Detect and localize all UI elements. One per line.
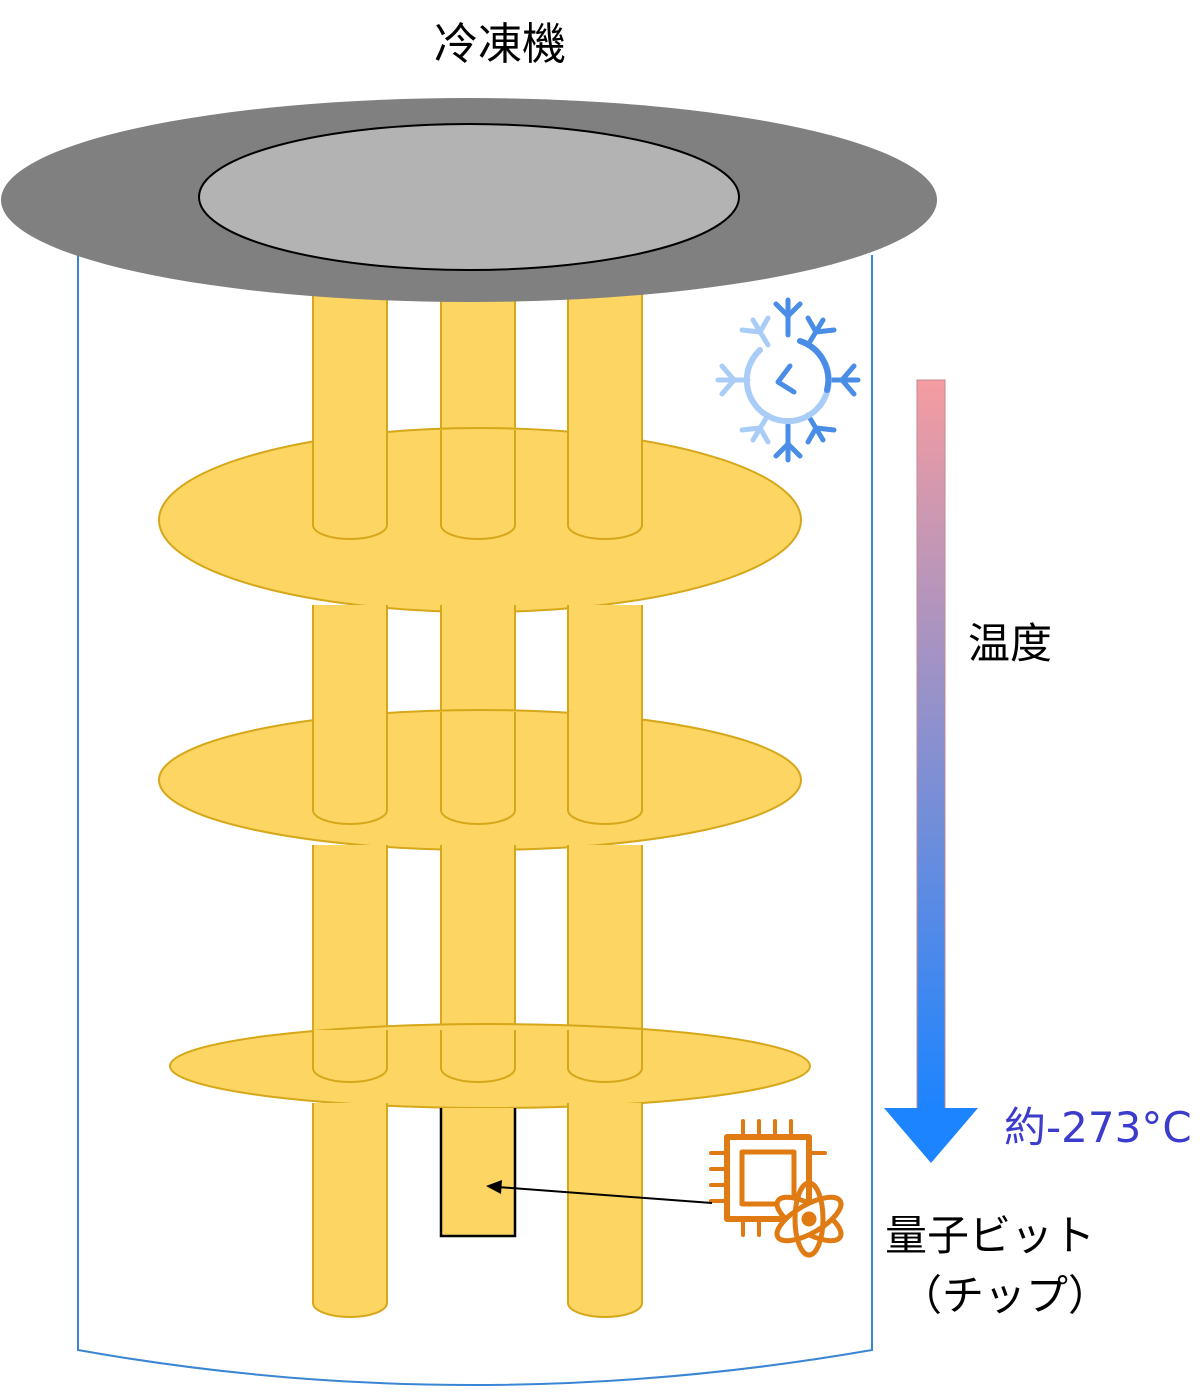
refrigerator-label: 冷凍機 [434,19,566,70]
qubit-pointer-arrow [486,1180,713,1204]
refrigerator-inner-plate [198,123,740,271]
rods-top-front [312,430,643,540]
processor-atom-icon [709,1119,844,1258]
rod-bottom-left [312,1103,388,1318]
qubit-label: 量子ビット [885,1211,1096,1260]
vessel-outline [77,255,873,1386]
rods-lower-front [312,1030,643,1083]
rods-lower [312,845,643,1083]
qubit-chip-box [439,1108,517,1238]
rod-bottom-right [567,1103,643,1318]
rods-middle-front [312,712,643,825]
rods-bottom [312,1103,643,1318]
qubit-chip-label: （チップ） [900,1271,1111,1320]
temperature-arrow [884,379,978,1163]
min-temperature-label: 約-273°C [1004,1103,1192,1152]
rod-bottom-center [440,1108,516,1237]
temperature-label: 温度 [968,619,1053,668]
snowflake-timer-icon [715,297,861,463]
